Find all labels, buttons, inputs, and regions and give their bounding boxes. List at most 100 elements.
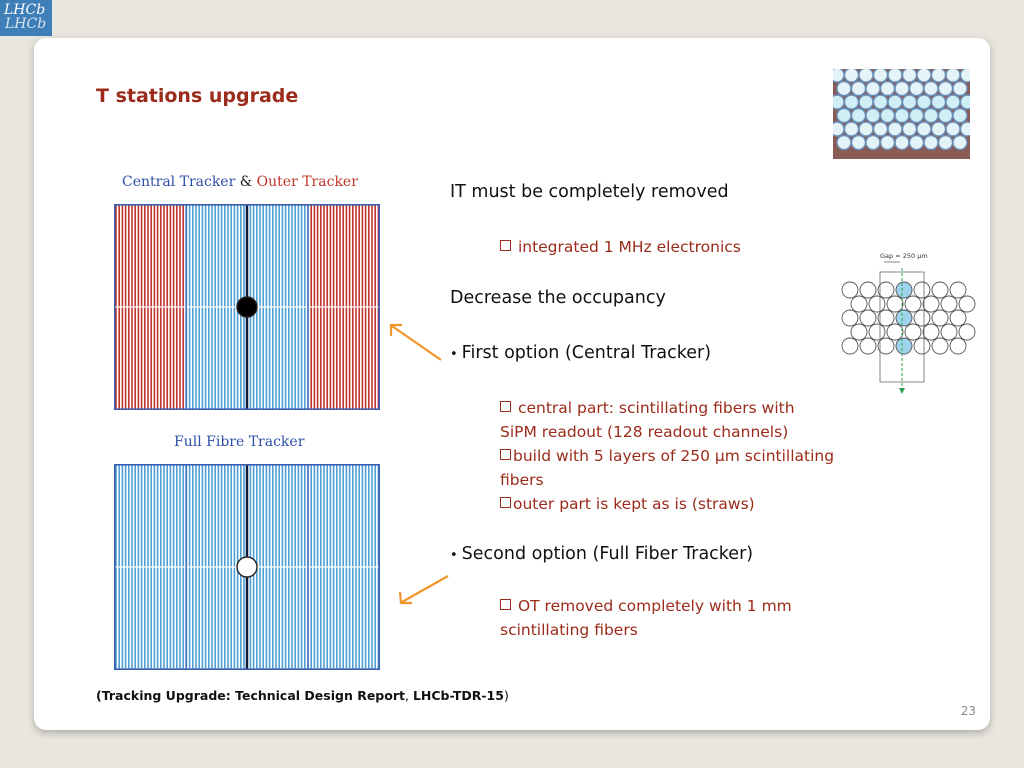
fiber-circle [841,281,859,299]
bullet-second-option: •Second option (Full Fiber Tracker) [450,544,754,564]
fiber-cross-section [908,80,925,97]
fiber-cross-section [930,94,947,110]
fiber-circle [913,281,931,299]
fiber-layer-diagram: Gap = 250 μm [841,252,976,394]
fiber-circle [859,337,877,355]
checkbox-bullet-icon [500,449,511,460]
fiber-mat-photo [833,69,970,159]
fiber-cross-section [901,94,918,110]
reference-citation: (Tracking Upgrade: Technical Design Repo… [96,688,509,703]
fiber-circle [877,281,895,299]
gap-label: Gap = 250 μm [880,252,928,260]
fiber-cross-section [836,80,852,97]
fiber-cross-section [894,134,910,151]
tracker-frame [114,204,380,410]
fiber-circle [931,337,949,355]
fiber-circle [904,295,922,313]
fiber-cross-section [833,94,845,110]
fiber-circle [895,337,913,355]
fiber-circle [895,281,913,299]
sub-point-central-part: central part: scintillating fibers with … [500,399,835,513]
fiber-cross-section [937,80,954,97]
fiber-cross-section [937,107,954,124]
fiber-circle [868,295,886,313]
beam-pipe-hole [236,296,258,318]
fiber-circle [931,281,949,299]
logo-text-reflection: LHCb [5,16,47,32]
fiber-cross-section [879,134,896,151]
point-occupancy: Decrease the occupancy [450,288,666,308]
fiber-cross-section [901,69,918,83]
central-outer-tracker-label: Central Tracker & Outer Tracker [122,174,358,190]
fiber-cross-section [843,94,860,110]
fiber-cross-section [894,107,910,124]
checkbox-bullet-icon [500,240,511,251]
fiber-cross-section [887,121,903,137]
fiber-cross-section [894,80,910,97]
fiber-cross-section [850,107,867,124]
fiber-cross-section [916,94,932,110]
fiber-cross-section [872,121,889,137]
fiber-cross-section [879,107,896,124]
fiber-cross-section [843,121,860,137]
fiber-circle [850,295,868,313]
fiber-circle [868,323,886,341]
fiber-cross-section [945,69,961,83]
fiber-circle [841,337,859,355]
fiber-circle [922,323,940,341]
fiber-cross-section [850,80,867,97]
fiber-cross-section [872,69,889,83]
lhcb-logo: LHCb LHCb [0,0,52,36]
fiber-cross-section [879,80,896,97]
checkbox-bullet-icon [500,497,511,508]
fiber-circle [904,323,922,341]
fiber-cross-section [833,121,845,137]
fiber-cross-section [959,94,970,110]
fiber-circle [931,309,949,327]
fiber-circle [958,323,976,341]
fiber-cross-section [945,121,961,137]
tracker-frame [114,464,380,670]
fiber-cross-section [833,69,845,83]
fiber-circle [886,323,904,341]
fiber-cross-section [916,69,932,83]
full-fibre-tracker-diagram [114,464,380,670]
fiber-cross-section [887,94,903,110]
arrow-to-bottom-figure-icon [398,575,449,605]
checkbox-bullet-icon [500,401,511,412]
fiber-circle [949,337,967,355]
fiber-cross-section [952,107,968,124]
fiber-circle [850,323,868,341]
fiber-circle [913,309,931,327]
bullet-first-option: •First option (Central Tracker) [450,343,712,363]
fiber-circle [859,281,877,299]
central-tracker-label: Central Tracker [122,174,236,190]
arrow-to-top-figure-icon [389,323,442,361]
fiber-cross-section [887,69,903,83]
fiber-circle [940,323,958,341]
fiber-cross-section [916,121,932,137]
fiber-circle [940,295,958,313]
central-outer-tracker-diagram [114,204,380,410]
fiber-cross-section [937,134,954,151]
point-it-removed: IT must be completely removed [450,182,729,202]
fiber-circle [895,309,913,327]
sub-point-electronics: integrated 1 MHz electronics [500,235,741,259]
fiber-circle [913,337,931,355]
fiber-cross-section [843,69,860,83]
track-arrow-icon [899,388,905,394]
fiber-circle [949,281,967,299]
checkbox-bullet-icon [500,599,511,610]
fiber-circle [877,309,895,327]
outer-tracker-label: Outer Tracker [256,174,358,190]
fiber-cross-section [858,94,874,110]
fiber-circle [859,309,877,327]
sipm-channel-box [879,271,925,383]
fiber-cross-section [872,94,889,110]
fiber-cross-section [952,80,968,97]
fiber-cross-section [850,134,867,151]
slide-title: T stations upgrade [96,85,299,107]
fiber-cross-section [952,134,968,151]
fiber-cross-section [959,69,970,83]
fiber-cross-section [858,121,874,137]
